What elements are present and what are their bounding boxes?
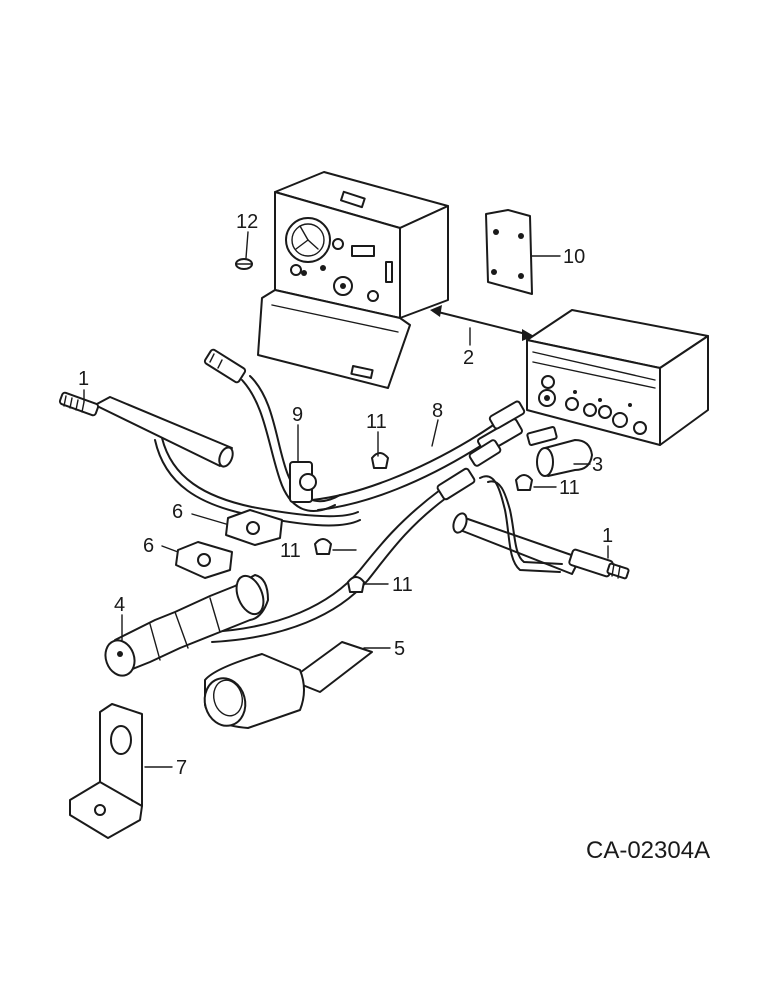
clamp-6a	[225, 509, 283, 546]
sensor-3	[526, 426, 593, 477]
callout-10: 10	[563, 246, 585, 268]
leader-lines	[83, 231, 609, 768]
callout-7: 7	[176, 757, 187, 779]
callout-6-upper: 6	[172, 501, 183, 523]
figure-code: CA-02304A	[586, 837, 710, 864]
bolt-12	[235, 258, 253, 270]
callout-4: 4	[114, 594, 125, 616]
callout-11-d: 11	[392, 574, 413, 596]
clip-11a	[371, 452, 389, 469]
sensor-4	[104, 574, 269, 677]
callout-5: 5	[394, 638, 405, 660]
callout-11-c: 11	[280, 540, 301, 562]
callout-11-a: 11	[366, 411, 387, 433]
clip-11c	[314, 538, 332, 555]
shaft-left	[58, 391, 234, 468]
clamp-6b	[175, 541, 233, 579]
callout-2: 2	[463, 347, 474, 369]
clip-11b	[515, 474, 533, 491]
shaft-right	[452, 475, 630, 580]
callout-12: 12	[236, 211, 258, 233]
l-bracket-7	[69, 703, 143, 839]
callout-1-left: 1	[78, 368, 89, 390]
control-box	[526, 309, 709, 446]
callout-9: 9	[292, 404, 303, 426]
callout-11-b: 11	[559, 477, 580, 499]
bracket-plate	[485, 209, 533, 295]
clip-11d	[347, 576, 365, 593]
monitor-console	[257, 171, 449, 389]
sensor-holder-5	[203, 641, 373, 729]
callout-3: 3	[592, 454, 603, 476]
connection-arrow	[430, 305, 534, 341]
callout-1-right: 1	[602, 525, 613, 547]
callout-8: 8	[432, 400, 443, 422]
callout-6-lower: 6	[143, 535, 154, 557]
